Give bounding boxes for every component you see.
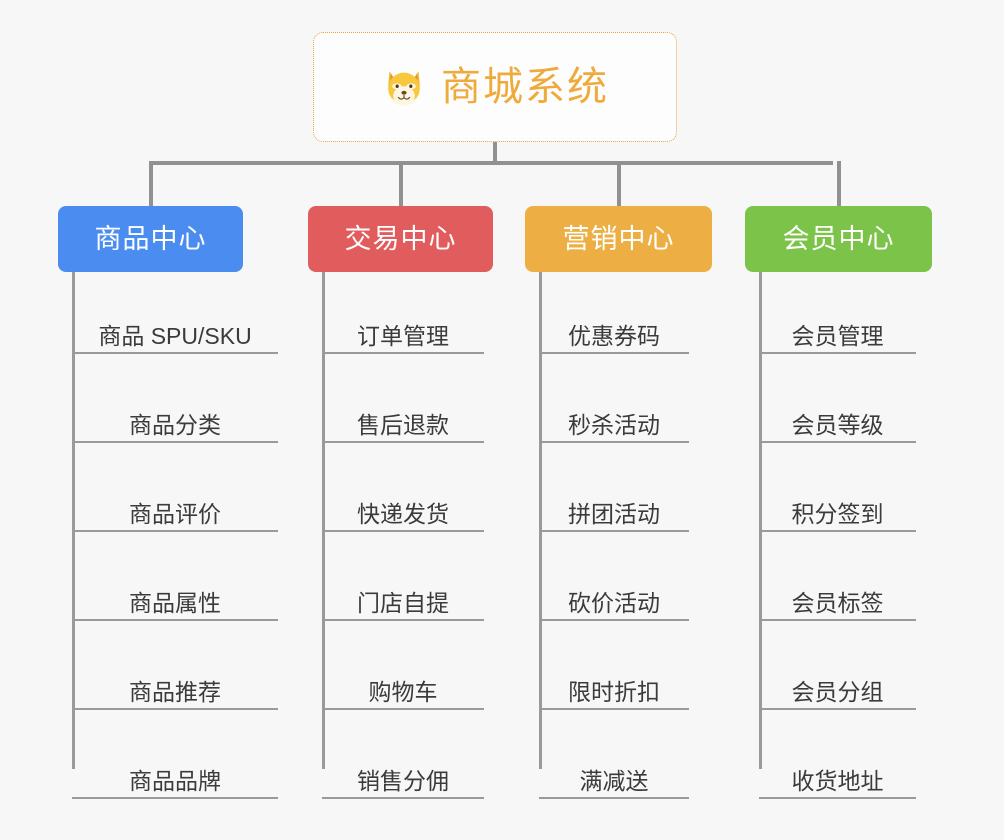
leaf-item-label: 会员标签 (791, 589, 884, 616)
leaf-item-label: 满减送 (579, 767, 649, 794)
root-node-mall-system[interactable]: 商城系统 (313, 32, 677, 142)
leaf-item[interactable]: 购物车 (322, 658, 484, 710)
branch-spine-member-center (759, 272, 762, 769)
branch-spine-trade-center (322, 272, 325, 769)
leaf-item[interactable]: 快递发货 (322, 480, 484, 532)
connector-drop-marketing-center (616, 161, 621, 207)
leaf-item-label: 商品评价 (129, 500, 221, 527)
leaf-item[interactable]: 商品品牌 (72, 747, 278, 799)
leaf-item[interactable]: 会员分组 (759, 658, 916, 710)
leaf-item-label: 商品属性 (129, 589, 221, 616)
connector-drop-trade-center (398, 161, 403, 207)
leaf-item[interactable]: 拼团活动 (539, 480, 689, 532)
connector-horizontal-bus (149, 161, 833, 165)
category-box-trade-center[interactable]: 交易中心 (308, 206, 493, 272)
leaf-item-label: 限时折扣 (568, 678, 660, 705)
leaf-item[interactable]: 售后退款 (322, 391, 484, 443)
leaf-item-label: 门店自提 (357, 589, 449, 616)
root-title: 商城系统 (441, 65, 609, 109)
category-box-product-center[interactable]: 商品中心 (58, 206, 243, 272)
leaf-item-label: 砍价活动 (568, 589, 660, 616)
category-box-member-center[interactable]: 会员中心 (745, 206, 932, 272)
leaf-item[interactable]: 满减送 (539, 747, 689, 799)
leaf-item-label: 商品品牌 (129, 767, 221, 794)
leaf-item-label: 秒杀活动 (568, 411, 660, 438)
leaf-item-label: 商品分类 (129, 411, 221, 438)
category-label-trade-center: 交易中心 (344, 223, 457, 254)
leaf-item-label: 快递发货 (357, 500, 449, 527)
leaf-item[interactable]: 收货地址 (759, 747, 916, 799)
leaf-item[interactable]: 会员管理 (759, 302, 916, 354)
leaf-item[interactable]: 商品 SPU/SKU (72, 302, 278, 354)
leaf-item-label: 商品推荐 (129, 678, 221, 705)
leaf-item-label: 购物车 (368, 678, 438, 705)
leaf-item-label: 优惠券码 (568, 322, 660, 349)
connector-root-stem (493, 142, 497, 164)
leaf-item-label: 订单管理 (357, 322, 449, 349)
leaf-item-label: 会员管理 (791, 322, 884, 349)
leaf-item[interactable]: 门店自提 (322, 569, 484, 621)
leaf-item-label: 会员等级 (791, 411, 884, 438)
leaf-item[interactable]: 销售分佣 (322, 747, 484, 799)
branch-spine-product-center (72, 272, 75, 769)
leaf-item[interactable]: 限时折扣 (539, 658, 689, 710)
shiba-dog-emoji (381, 64, 427, 110)
leaf-item[interactable]: 会员等级 (759, 391, 916, 443)
leaf-item[interactable]: 订单管理 (322, 302, 484, 354)
category-label-marketing-center: 营销中心 (562, 223, 675, 254)
category-label-member-center: 会员中心 (782, 223, 895, 254)
leaf-item-label: 会员分组 (791, 678, 884, 705)
leaf-item-label: 销售分佣 (357, 767, 449, 794)
leaf-item[interactable]: 砍价活动 (539, 569, 689, 621)
leaf-item-label: 积分签到 (791, 500, 884, 527)
leaf-item[interactable]: 秒杀活动 (539, 391, 689, 443)
leaf-item[interactable]: 商品评价 (72, 480, 278, 532)
category-box-marketing-center[interactable]: 营销中心 (525, 206, 712, 272)
leaf-item[interactable]: 商品分类 (72, 391, 278, 443)
leaf-item-label: 收货地址 (791, 767, 884, 794)
leaf-item[interactable]: 商品推荐 (72, 658, 278, 710)
leaf-item-label: 售后退款 (357, 411, 449, 438)
branch-spine-marketing-center (539, 272, 542, 769)
leaf-item-label: 拼团活动 (568, 500, 660, 527)
leaf-item[interactable]: 优惠券码 (539, 302, 689, 354)
connector-drop-product-center (148, 161, 153, 207)
leaf-item[interactable]: 商品属性 (72, 569, 278, 621)
category-label-product-center: 商品中心 (94, 223, 207, 254)
leaf-item[interactable]: 会员标签 (759, 569, 916, 621)
connector-drop-member-center (836, 161, 841, 207)
leaf-item-label: 商品 SPU/SKU (98, 322, 252, 349)
leaf-item[interactable]: 积分签到 (759, 480, 916, 532)
